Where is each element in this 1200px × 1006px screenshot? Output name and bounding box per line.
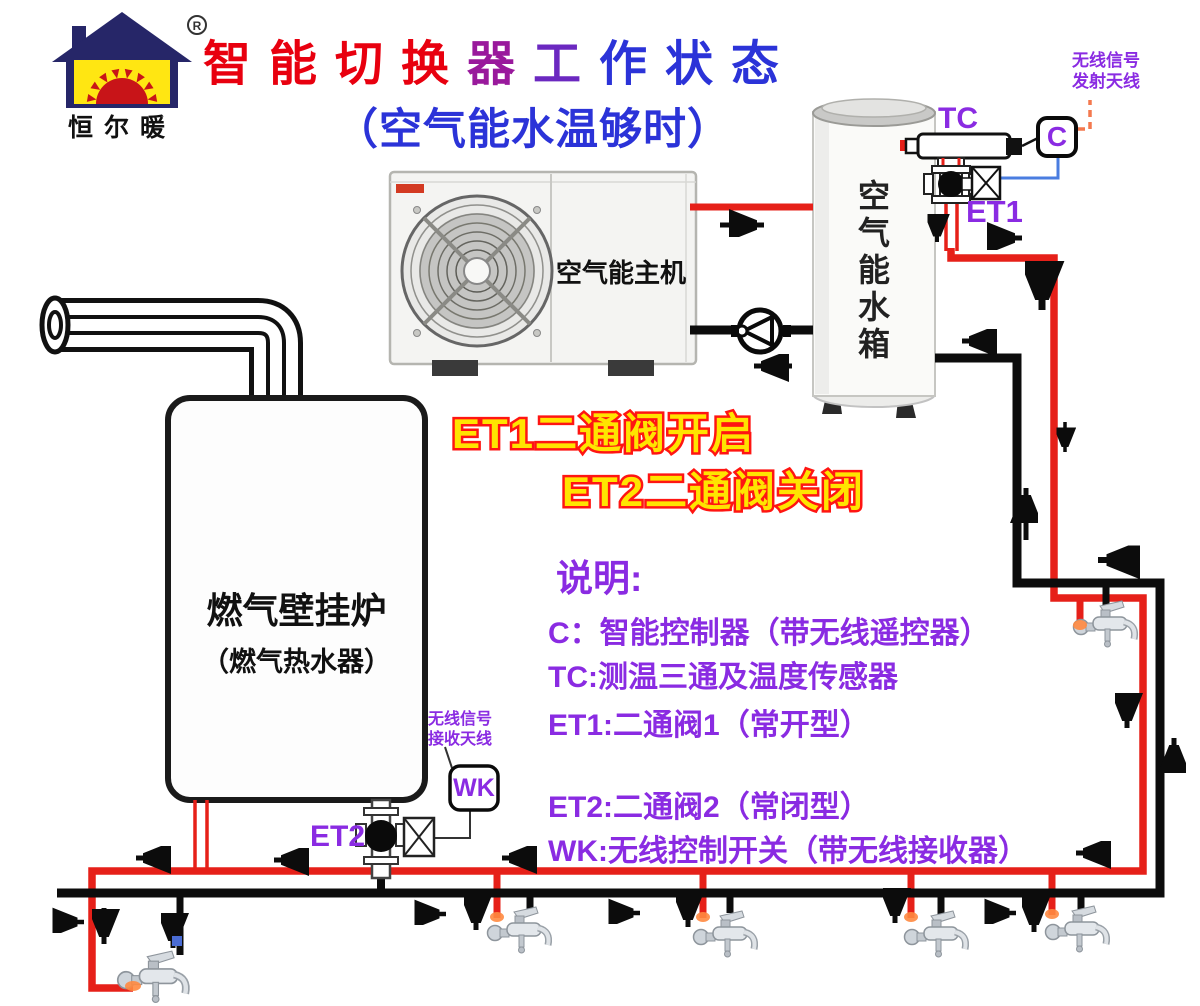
status-et2-closed: ET2二通阀关闭 xyxy=(559,466,866,518)
legend-item-et2: ET2:二通阀2（常闭型） xyxy=(548,791,870,824)
status-et1-open: ET1二通阀开启 xyxy=(449,408,756,460)
et1-valve xyxy=(923,165,1002,204)
title-segment: 作状态 xyxy=(599,38,798,91)
tc-signal-wire xyxy=(1021,136,1039,148)
transmit-antenna-line1: 无线信号 xyxy=(1072,51,1140,70)
heat-pump-label: 空气能主机 xyxy=(556,258,687,288)
et1-label: ET1 xyxy=(966,194,1023,229)
boiler-alias-label: （燃气热水器） xyxy=(202,647,391,677)
wk-antenna-lead xyxy=(444,746,453,769)
heat-pump-foot xyxy=(432,360,478,376)
receive-antenna-line1: 无线信号 xyxy=(428,711,493,728)
legend-item-c: C：智能控制器（带无线遥控器） xyxy=(548,617,990,650)
page-title: 智能切换器工作状态 xyxy=(203,24,797,94)
valve-dot xyxy=(172,936,182,946)
gas-boiler-body xyxy=(165,395,428,803)
legend-item-tc: TC:测温三通及温度传感器 xyxy=(548,661,898,694)
wk-label: WK xyxy=(453,773,495,802)
faucets xyxy=(118,601,1135,1002)
svg-text:R: R xyxy=(193,19,202,33)
brand-name: 恒尔暖 xyxy=(68,115,177,142)
legend-item-et1: ET1:二通阀1（常开型） xyxy=(548,709,870,742)
et1-actuator-icon xyxy=(970,165,1002,201)
et2-actuator-icon xyxy=(402,816,436,858)
boiler-flue-pipe xyxy=(39,295,303,400)
et2-to-wk-wire xyxy=(434,810,471,839)
transmit-antenna-label: 无线信号 发射天线 xyxy=(1072,50,1140,92)
legend-item-wk: WK:无线控制开关（带无线接收器） xyxy=(548,835,1028,868)
heat-pump-foot xyxy=(608,360,654,376)
tc-label: TC xyxy=(938,102,978,135)
boiler-label: 燃气壁挂炉 xyxy=(206,590,387,631)
hot-inlet-glow xyxy=(125,620,1087,991)
legend-title: 说明: xyxy=(556,558,643,599)
et2-label: ET2 xyxy=(310,820,366,853)
flow-arrows xyxy=(58,214,1174,948)
receive-antenna-line2: 接收天线 xyxy=(428,731,493,748)
title-segment: 智能切换 xyxy=(203,38,468,91)
title-segment: 工 xyxy=(533,38,600,91)
title-segment: 器 xyxy=(467,38,534,91)
et2-valve xyxy=(355,798,436,880)
fan-icon xyxy=(400,194,554,348)
heat-pump-unit xyxy=(388,170,698,376)
faucet xyxy=(118,951,186,1002)
company-logo-icon: R xyxy=(52,12,207,108)
controller-c-box xyxy=(1036,116,1078,158)
receive-antenna-label: 无线信号 接收天线 xyxy=(428,710,492,750)
c-antenna-dashed-wire xyxy=(1078,100,1092,131)
c-to-et1-wire xyxy=(1000,156,1060,180)
water-tank xyxy=(812,98,936,418)
controller-c-label: C xyxy=(1046,121,1068,152)
wireless-switch-wk-box xyxy=(448,764,500,812)
heat-pump-logo-sticker xyxy=(396,184,424,193)
circulation-pump-icon xyxy=(731,307,791,355)
transmit-antenna-line2: 发射天线 xyxy=(1072,72,1140,91)
page-subtitle: （空气能水温够时） xyxy=(335,106,731,154)
tank-label: 空气能水箱 xyxy=(857,178,890,362)
